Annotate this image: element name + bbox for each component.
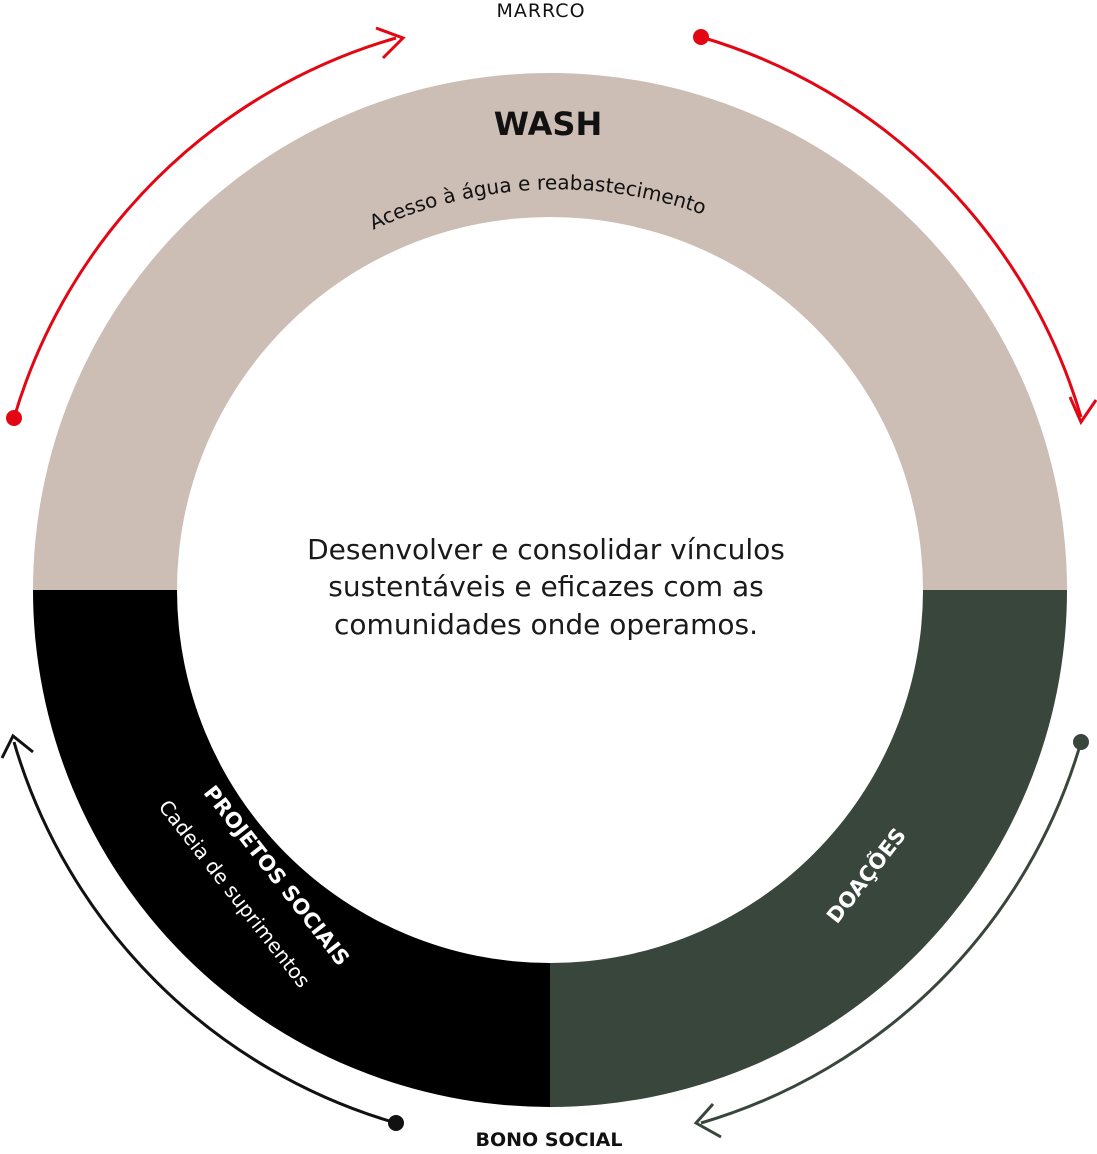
- center-text-line-1: Desenvolver e consolidar vínculos: [307, 533, 785, 566]
- marrco-arrow-right: [693, 29, 1097, 426]
- bono-arrow-left: [0, 733, 404, 1131]
- segment-wash: [33, 73, 1067, 590]
- center-text-line-3: comunidades onde operamos.: [334, 608, 758, 641]
- segment-projetos-sociais: [33, 590, 550, 1107]
- segment-doacoes: [550, 590, 1067, 1107]
- bono-arrow-right: [693, 734, 1089, 1139]
- marrco-label: MARRCO: [496, 0, 585, 22]
- marrco-arrow-left: [6, 26, 406, 426]
- center-text-line-2: sustentáveis e eficazes com as: [328, 570, 763, 603]
- bono-social-label: BONO SOCIAL: [476, 1129, 623, 1151]
- wash-title: WASH: [494, 105, 602, 143]
